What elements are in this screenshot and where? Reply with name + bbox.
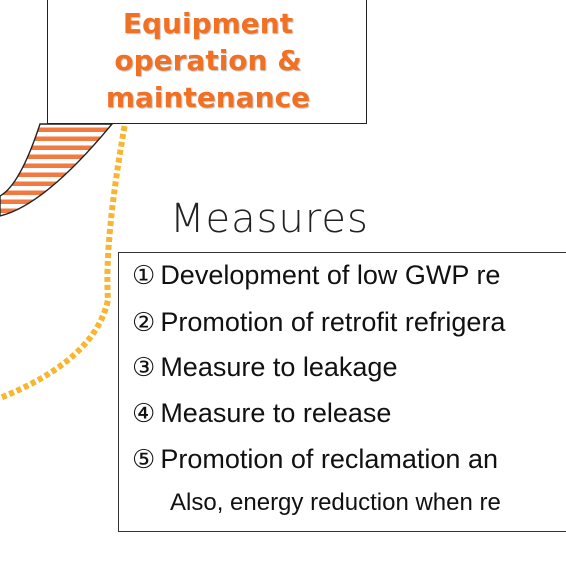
equipment-operation-box: Equipment operation & maintenance — [47, 0, 367, 124]
measure-number-3: ③ — [132, 353, 156, 383]
measure-text-2: Promotion of retrofit refrigera — [160, 307, 506, 337]
measures-box — [118, 252, 566, 532]
measures-title: Measures — [170, 196, 369, 242]
equipment-label-line2: operation & — [114, 44, 302, 77]
measure-number-5: ⑤ — [132, 445, 156, 475]
measure-number-1: ① — [132, 261, 156, 291]
measure-number-2: ② — [132, 308, 156, 338]
measure-text-5: Promotion of reclamation an — [160, 444, 498, 474]
measure-number-4: ④ — [132, 399, 156, 429]
measure-text-4: Measure to release — [160, 398, 392, 428]
orange-striped-flow-arrow — [0, 123, 114, 217]
equipment-operation-label: Equipment operation & maintenance — [48, 5, 368, 116]
equipment-label-line3: maintenance — [105, 81, 311, 114]
yellow-dashed-flow-arrow — [0, 117, 129, 401]
measure-text-1: Development of low GWP re — [160, 260, 501, 290]
measures-note: Also, energy reduction when re — [170, 489, 501, 516]
equipment-label-line1: Equipment — [122, 7, 294, 40]
measure-text-3: Measure to leakage — [160, 352, 398, 382]
